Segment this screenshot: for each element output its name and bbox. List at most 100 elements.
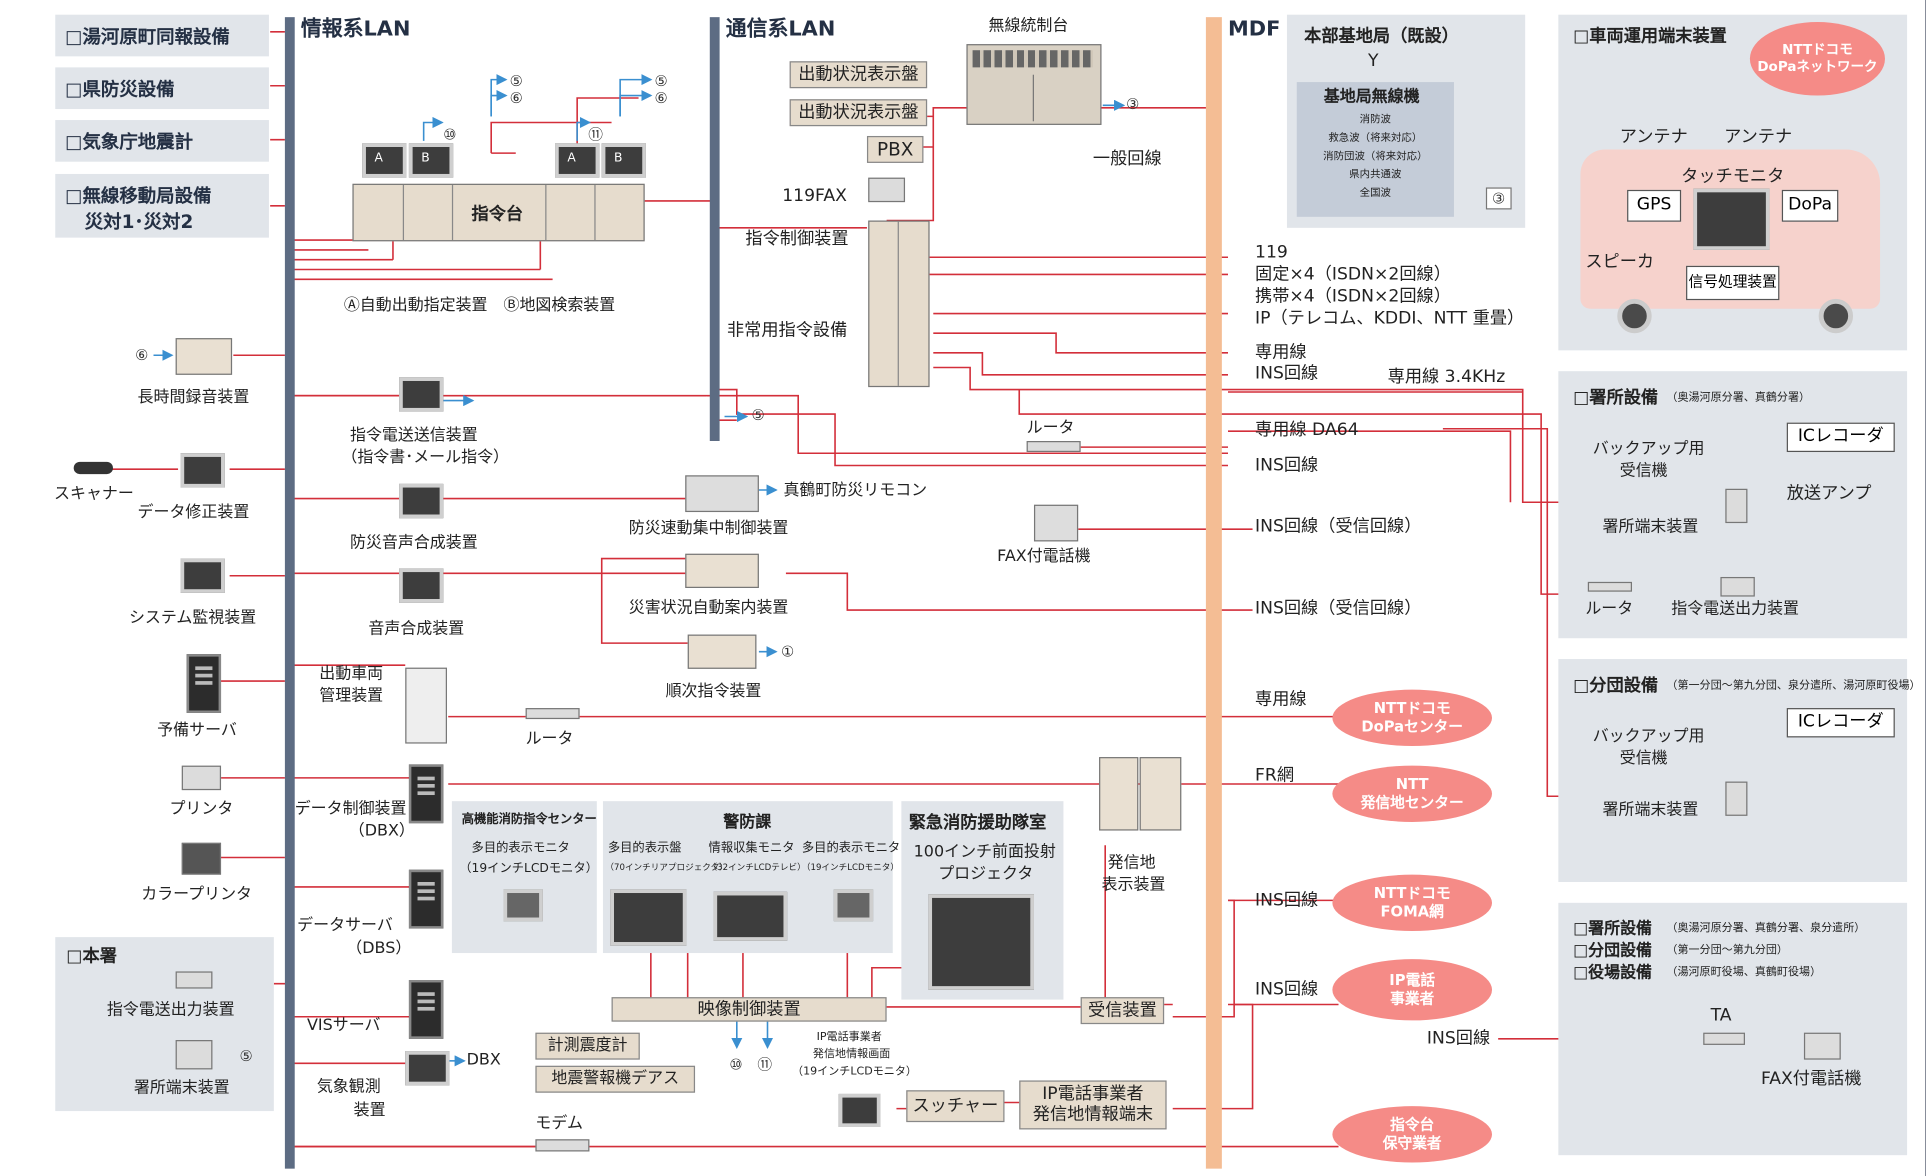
badge-a: A xyxy=(374,151,383,166)
base-station-title: 本部基地局（既設） xyxy=(1304,26,1459,47)
station-panel: □署所設備 （奥湯河原分署、真鶴分署） バックアップ用 受信機 ICレコーダ 放… xyxy=(1558,371,1908,639)
modem-icon xyxy=(535,1139,590,1152)
honsho-title: □本署 xyxy=(66,946,117,967)
label-prefecture: □県防災設備 xyxy=(55,67,269,110)
branch-terminal-icon xyxy=(1725,781,1748,816)
p2-c1b: （70インチリアプロジェクタ） xyxy=(605,862,728,873)
line-ins4: INS回線 xyxy=(1255,980,1319,1000)
dbx-ctrl-label-1: データ制御装置 xyxy=(294,799,407,819)
label-yugawara: □湯河原町同報設備 xyxy=(55,14,269,57)
bottom-marks: ⑩ ⑪ xyxy=(729,1055,773,1074)
label-jma: □気象庁地震計 xyxy=(55,120,269,162)
router-mid-label: ルータ xyxy=(1026,418,1075,438)
branch-panel: □分団設備 （第一分団〜第九分団、泉分遣所、湯河原町役場） バックアップ用 受信… xyxy=(1558,659,1921,882)
line-ins2: INS回線 xyxy=(1255,455,1319,476)
info-lan-title: 情報系LAN xyxy=(300,17,411,42)
ip-monitor-label-3: （19インチLCDモニタ） xyxy=(792,1065,917,1078)
remote-control-icon xyxy=(685,475,759,513)
branch-backup-1: バックアップ用 xyxy=(1592,727,1705,747)
caller-label-1: 発信地 xyxy=(1107,853,1156,873)
voice-synth-disaster-label: 防災音声合成装置 xyxy=(349,534,478,553)
branch-title-note: （第一分団〜第九分団、泉分遣所、湯河原町役場） xyxy=(1666,679,1921,693)
bottom-line3-note: （湯河原町役場、真鶴町役場） xyxy=(1666,966,1822,979)
branch-backup-2: 受信機 xyxy=(1619,749,1668,769)
base-radio-title: 基地局無線機 xyxy=(1323,88,1420,107)
mark-1: ① xyxy=(781,643,795,661)
remote-ctrl-label: 防災速動集中制御装置 xyxy=(628,519,789,538)
station-terminal-icon xyxy=(1725,488,1748,524)
line-mobile: 携帯×4（ISDN×2回線） xyxy=(1255,286,1451,307)
p3-desc2: プロジェクタ xyxy=(938,864,1034,884)
line-fixed: 固定×4（ISDN×2回線） xyxy=(1255,264,1451,285)
cloud-maintenance: 指令台 保守業者 xyxy=(1332,1106,1493,1163)
bottom-fax-icon xyxy=(1803,1032,1841,1060)
long-recorder-label: 長時間録音装置 xyxy=(137,388,250,407)
comm-lan-title: 通信系LAN xyxy=(725,17,836,42)
cloud-dopa-center: NTTドコモ DoPaセンター xyxy=(1332,689,1493,747)
p3-title: 緊急消防援助隊室 xyxy=(908,813,1047,833)
honsho-panel: □本署 指令電送出力装置 ⑤ 署所端末装置 xyxy=(55,937,274,1112)
sequential-icon xyxy=(687,634,757,669)
weather-monitor-icon xyxy=(405,1051,450,1086)
server-icon xyxy=(186,654,222,713)
line-ins-recv2: INS回線（受信回線） xyxy=(1255,599,1422,619)
antenna1-label: アンテナ xyxy=(1619,127,1688,147)
mdf-bar xyxy=(1205,17,1222,1169)
seismic-box: 計測震度計 xyxy=(535,1032,640,1060)
station-output-icon xyxy=(1720,576,1755,597)
command-control-label: 指令制御装置 xyxy=(745,229,849,249)
monitor-icon xyxy=(180,558,225,593)
transmit-monitor-icon xyxy=(399,377,444,412)
honsho-terminal-label: 署所端末装置 xyxy=(133,1079,230,1098)
p1-monitor-icon xyxy=(503,889,543,922)
p1-title: 高機能消防指令センター xyxy=(461,813,597,827)
system-monitor-label: システム監視装置 xyxy=(128,608,257,628)
weather-label-1: 気象観測 xyxy=(316,1078,381,1097)
touch-label: タッチモニタ xyxy=(1681,166,1785,187)
base-radio-box: 基地局無線機 消防波 救急波（将来対応） 消防団波（将来対応） 県内共通波 全国… xyxy=(1296,82,1454,217)
wheel-icon xyxy=(1818,298,1854,334)
dopa-box: DoPa xyxy=(1781,189,1839,222)
desk-mark-5b: ⑤ xyxy=(654,72,668,90)
vehicle-mgmt-label-1: 出動車両 xyxy=(319,665,384,684)
bottom-line2-note: （第一分団〜第九分団） xyxy=(1666,944,1788,957)
desk-mark-6a: ⑥ xyxy=(509,89,523,107)
voice-synth-label: 音声合成装置 xyxy=(368,619,465,639)
auto-guide-icon xyxy=(685,553,759,588)
p2-title: 警防課 xyxy=(723,813,772,832)
label-mobile-l1: □無線移動局設備 xyxy=(65,184,212,208)
speaker-label: スピーカ xyxy=(1585,252,1655,272)
desk-monitor-icon: B xyxy=(408,143,454,178)
base-station-panel: 本部基地局（既設） Y 基地局無線機 消防波 救急波（将来対応） 消防団波（将来… xyxy=(1286,14,1526,228)
bottom-line1: □署所設備 xyxy=(1573,919,1653,939)
color-printer-icon xyxy=(181,842,222,875)
station-title: □署所設備 xyxy=(1573,388,1659,408)
branch-title: □分団設備 xyxy=(1573,676,1659,696)
transmit-label-2: （指令書･メール指令） xyxy=(341,448,510,467)
line-ins-right: INS回線 xyxy=(1426,1029,1491,1049)
sequential-label: 順次指令装置 xyxy=(665,682,762,701)
line-ip: IP（テレコム、KDDI、NTT 重畳） xyxy=(1255,308,1525,329)
station-ic-box: ICレコーダ xyxy=(1786,422,1895,453)
receiver-box: 受信装置 xyxy=(1080,997,1165,1025)
fax119-label: 119FAX xyxy=(782,186,847,206)
bottom-panel: □署所設備 （奥湯河原分署、真鶴分署、泉分遣所） □分団設備 （第一分団〜第九分… xyxy=(1558,902,1908,1156)
comm-mark-5: ⑤ xyxy=(751,406,765,424)
desk-center-label: 指令台 xyxy=(471,204,524,225)
desk-monitor-icon: B xyxy=(601,143,646,178)
ta-icon xyxy=(1703,1032,1745,1045)
dbs-server-icon xyxy=(408,869,444,929)
p2-c3a: 多目的表示モニタ xyxy=(801,841,901,856)
desk-monitor-icon: A xyxy=(555,143,600,178)
desk-mark-5a: ⑤ xyxy=(509,72,523,90)
line-fr: FR網 xyxy=(1255,765,1295,786)
fax-phone-label: FAX付電話機 xyxy=(997,547,1091,566)
branch-terminal-label: 署所端末装置 xyxy=(1602,801,1699,820)
data-fix-label: データ修正装置 xyxy=(137,503,250,522)
base-mark-3: ③ xyxy=(1485,187,1512,210)
badge-b2: B xyxy=(614,151,623,166)
p2-c1a: 多目的表示盤 xyxy=(607,841,682,856)
mark-3: ③ xyxy=(1126,95,1140,113)
dbx-ctrl-label-2: （DBX） xyxy=(348,821,415,841)
